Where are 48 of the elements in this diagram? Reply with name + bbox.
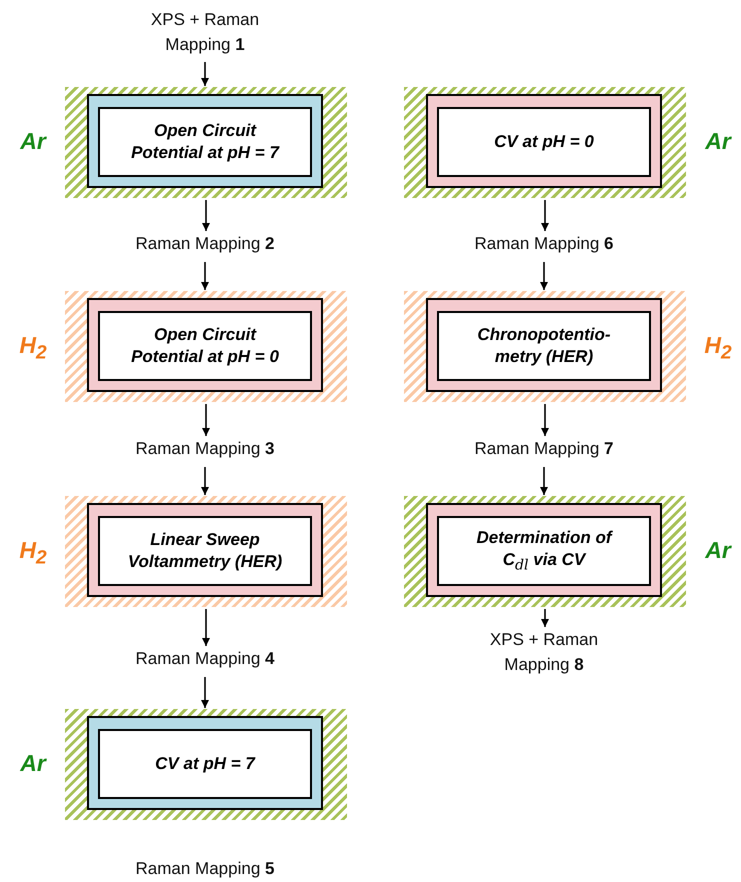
- arrow: [201, 62, 209, 86]
- arrow: [201, 467, 209, 495]
- gas-label: Ar: [704, 128, 733, 154]
- step-label: Raman Mapping 7: [424, 437, 664, 465]
- arrow: [202, 404, 210, 436]
- gas-label: H$_{2}$: [18, 332, 48, 364]
- frame-box: [87, 298, 323, 392]
- arrow: [541, 200, 549, 231]
- frame-box: [87, 716, 323, 810]
- process-box: Open Circuit Potential at pH = 0: [98, 311, 312, 381]
- frame-box: [426, 94, 662, 188]
- gas-label: Ar: [19, 750, 48, 776]
- frame-box: [87, 503, 323, 597]
- step-label: Raman Mapping 2: [85, 232, 325, 260]
- step-label: Raman Mapping 5: [134, 858, 276, 880]
- step-label: Raman Mapping 3: [85, 437, 325, 465]
- arrow: [541, 609, 549, 627]
- arrow: [202, 609, 210, 646]
- hatched-zone: [65, 291, 347, 402]
- frame-box: [426, 298, 662, 392]
- process-box: CV at pH = 0: [437, 107, 651, 177]
- gas-label: H$_{2}$: [18, 536, 48, 570]
- frame-box: [87, 94, 323, 188]
- process-box: CV at pH = 7: [98, 729, 312, 799]
- process-box: Open Circuit Potential at pH = 7: [98, 107, 312, 177]
- step-label: Raman Mapping 4: [85, 647, 325, 675]
- arrow: [540, 467, 548, 495]
- arrow: [540, 262, 548, 290]
- gas-label: Ar: [704, 536, 733, 564]
- process-box: Chronopotentio-metry (HER): [437, 311, 651, 381]
- arrow: [541, 404, 549, 436]
- process-box: Determination of C$_{dl}$ via CV: [437, 516, 651, 586]
- hatched-zone: [65, 709, 347, 820]
- hatched-zone: [404, 87, 686, 198]
- step-label: XPS + Raman Mapping 8: [469, 628, 619, 680]
- arrow: [201, 262, 209, 290]
- arrow: [202, 200, 210, 231]
- process-box: Linear Sweep Voltammetry (HER): [98, 516, 312, 586]
- gas-label: H$_{2}$: [703, 332, 733, 364]
- arrow: [201, 677, 209, 708]
- hatched-zone: [65, 87, 347, 198]
- hatched-zone: [65, 496, 347, 607]
- step-label: XPS + Raman Mapping 1: [130, 8, 280, 60]
- frame-box: [426, 503, 662, 597]
- hatched-zone: [404, 496, 686, 607]
- gas-label: Ar: [19, 128, 48, 154]
- hatched-zone: [404, 291, 686, 402]
- step-label: Raman Mapping 6: [424, 232, 664, 260]
